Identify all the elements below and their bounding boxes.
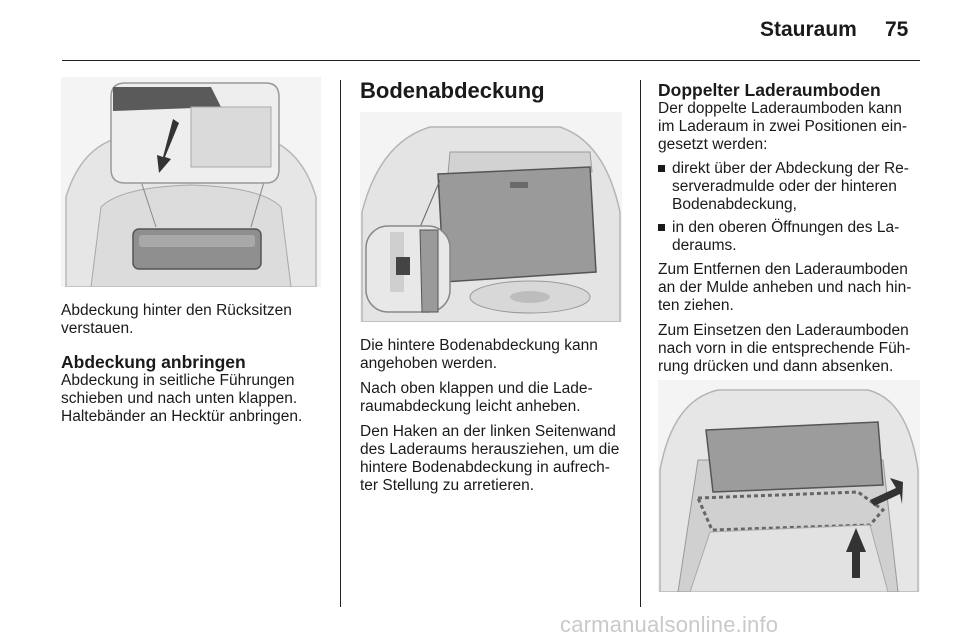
list-item-text: in den oberen Öffnungen des La-deraums. xyxy=(672,219,900,254)
right-paragraph-2: Zum Einsetzen den Laderaumboden nach vor… xyxy=(658,322,911,375)
middle-paragraph-2: Nach oben klappen und die Lade-raumabdec… xyxy=(360,380,593,415)
left-column: Abdeckung hinter den Rücksitzen verstaue… xyxy=(61,302,323,433)
section-title: Stauraum xyxy=(760,18,857,41)
illustration-floor-cover-raised xyxy=(360,112,622,322)
heading-doppelter-laderaumboden: Doppelter Laderaumboden xyxy=(658,80,881,100)
column-divider-right xyxy=(640,80,641,607)
left-caption: Abdeckung hinter den Rücksitzen verstaue… xyxy=(61,302,292,337)
column-divider-left xyxy=(340,80,341,607)
position-list: direkt über der Abdeckung der Re-servera… xyxy=(658,160,920,255)
list-item: direkt über der Abdeckung der Re-servera… xyxy=(658,160,920,214)
middle-paragraph-1: Die hintere Bodenabdeckung kann angehobe… xyxy=(360,337,598,372)
header-rule xyxy=(62,60,920,61)
right-intro: Der doppelte Laderaumboden kann im Lader… xyxy=(658,100,907,153)
middle-paragraph-3: Den Haken an der linken Seitenwand des L… xyxy=(360,423,620,494)
heading-abdeckung-anbringen: Abdeckung anbringen xyxy=(61,352,246,372)
middle-column: Die hintere Bodenabdeckung kann angehobe… xyxy=(360,337,626,502)
right-column: Doppelter Laderaumboden Der doppelte Lad… xyxy=(658,80,920,383)
bullet-square-icon xyxy=(658,224,665,231)
illustration-cover-stowed xyxy=(61,77,321,287)
list-item: in den oberen Öffnungen des La-deraums. xyxy=(658,219,920,255)
watermark: carmanualsonline.info xyxy=(560,612,779,637)
heading-bodenabdeckung: Bodenabdeckung xyxy=(360,78,545,103)
page-number: 75 xyxy=(885,18,909,41)
list-item-text: direkt über der Abdeckung der Re-servera… xyxy=(672,160,909,213)
right-paragraph-1: Zum Entfernen den Laderaumboden an der M… xyxy=(658,261,912,314)
bullet-square-icon xyxy=(658,165,665,172)
left-body: Abdeckung in seitliche Führungen schiebe… xyxy=(61,372,303,425)
illustration-double-floor xyxy=(658,380,920,592)
middle-column-heading-wrap: Bodenabdeckung xyxy=(360,78,626,104)
